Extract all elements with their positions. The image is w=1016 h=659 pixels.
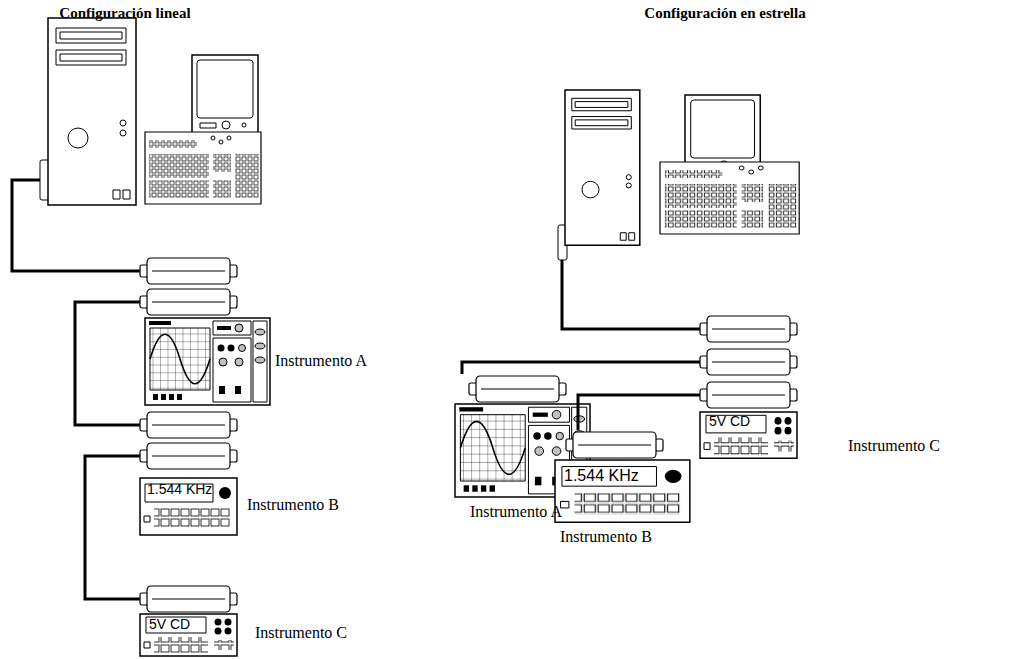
display-reading: 5V CD [149, 617, 190, 632]
computer-monitor [192, 55, 258, 135]
configuration-heading: Configuración lineal [59, 5, 190, 22]
display-reading: 1.544 KHz [147, 482, 212, 497]
computer-keyboard [145, 132, 261, 204]
instrument-label: Instrumento B [247, 496, 339, 514]
gpib-connector [469, 376, 566, 402]
bus-cable [75, 302, 140, 425]
gpib-connector [140, 412, 237, 438]
instrument: 5V CDInstrumento C [700, 314, 797, 464]
instrument-label: Instrumento C [848, 437, 940, 455]
star-computer [558, 90, 799, 329]
instrument-label: Instrumento A [275, 352, 367, 370]
instrument: 5V CDInstrumento C [140, 584, 237, 656]
computer-tower [48, 18, 136, 205]
bus-cable [462, 362, 700, 374]
power-supply [700, 412, 797, 458]
instrument-label: Instrumento B [560, 528, 652, 546]
power-supply [140, 614, 237, 656]
gpib-connector [140, 443, 237, 469]
frequency-counter [140, 478, 237, 535]
instrument-label: Instrumento C [255, 624, 347, 642]
bus-cable [578, 395, 700, 430]
gpib-connector [566, 432, 663, 458]
gpib-connector [140, 289, 237, 315]
linear-instruments [140, 258, 270, 656]
bus-cable [562, 250, 700, 329]
oscilloscope [145, 318, 270, 405]
computer-keyboard [660, 162, 799, 234]
computer-tower [565, 90, 640, 245]
instrument: Instrumento A [140, 256, 272, 406]
linear-computer [12, 18, 261, 271]
bus-cable [85, 456, 140, 599]
gpib-connector [700, 382, 797, 408]
instrument-label: Instrumento A [470, 503, 562, 521]
display-reading: 5V CD [709, 414, 750, 429]
gpib-connector [700, 349, 797, 375]
configuration-heading: Configuración en estrella [644, 5, 805, 22]
gpib-connector [700, 316, 797, 342]
gpib-connector [140, 258, 237, 284]
instrument: 1.544 KHzInstrumento B [140, 410, 237, 536]
star-instruments [455, 316, 797, 522]
gpib-connector [140, 586, 237, 612]
frequency-counter [555, 460, 690, 522]
instrument: 1.544 KHzInstrumento B [555, 430, 691, 523]
display-reading: 1.544 KHz [564, 467, 639, 485]
